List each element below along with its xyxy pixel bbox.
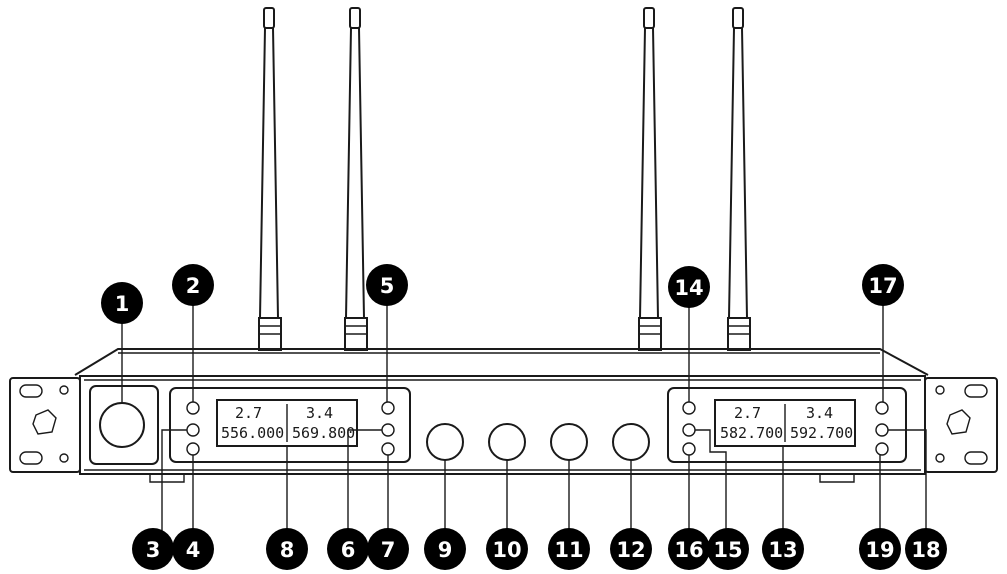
antenna-2 [344, 7, 368, 351]
rack-ear-left [9, 377, 81, 473]
right-b-set-button[interactable] [875, 423, 889, 437]
svg-text:5: 5 [380, 274, 395, 298]
callout-5: 5 [366, 264, 408, 306]
callout-2: 2 [172, 264, 214, 306]
power-knob[interactable] [99, 402, 145, 448]
svg-text:17: 17 [868, 274, 897, 298]
callout-9: 9 [424, 528, 466, 570]
callout-1: 1 [101, 282, 143, 324]
callout-7: 7 [367, 528, 409, 570]
callout-4: 4 [172, 528, 214, 570]
svg-text:12: 12 [616, 538, 645, 562]
svg-text:19: 19 [865, 538, 894, 562]
left-set-button[interactable] [186, 423, 200, 437]
callout-19: 19 [859, 528, 901, 570]
right-lcd-freq-b: 592.700 [790, 424, 853, 442]
right-lcd-freq-a: 582.700 [720, 424, 783, 442]
left-lcd-ch-b: 3.4 [306, 404, 333, 422]
right-lcd [714, 399, 856, 447]
svg-text:8: 8 [280, 538, 295, 562]
svg-text:11: 11 [554, 538, 583, 562]
right-b-down-button[interactable] [875, 442, 889, 456]
chassis-top [74, 348, 929, 376]
callout-3: 3 [132, 528, 174, 570]
svg-text:14: 14 [674, 276, 703, 300]
volume-knob-3[interactable] [550, 423, 588, 461]
svg-text:1: 1 [115, 292, 130, 316]
antenna-4 [727, 7, 751, 351]
callout-15: 15 [707, 528, 749, 570]
left-lcd-freq-b: 569.800 [292, 424, 355, 442]
left-down-button[interactable] [186, 442, 200, 456]
svg-text:2: 2 [186, 274, 201, 298]
right-lcd-ch-a: 2.7 [734, 404, 761, 422]
callout-16: 16 [668, 528, 710, 570]
svg-text:13: 13 [768, 538, 797, 562]
foot-right [819, 474, 855, 483]
left-up-button[interactable] [186, 401, 200, 415]
power-section [89, 385, 159, 465]
callout-11: 11 [548, 528, 590, 570]
antenna-1 [258, 7, 282, 351]
volume-knob-4[interactable] [612, 423, 650, 461]
right-module [667, 387, 907, 463]
volume-knob-1[interactable] [426, 423, 464, 461]
callout-8: 8 [266, 528, 308, 570]
rack-ear-right [924, 377, 998, 473]
right-ch-down-button-a[interactable] [381, 442, 395, 456]
front-panel [79, 375, 926, 475]
svg-text:9: 9 [438, 538, 453, 562]
right-down-button[interactable] [682, 442, 696, 456]
svg-text:10: 10 [492, 538, 521, 562]
right-set-button[interactable] [682, 423, 696, 437]
right-up-button[interactable] [682, 401, 696, 415]
callout-13: 13 [762, 528, 804, 570]
svg-text:4: 4 [186, 538, 201, 562]
callout-6: 6 [327, 528, 369, 570]
callout-17: 17 [862, 264, 904, 306]
svg-text:6: 6 [341, 538, 356, 562]
callout-14: 14 [668, 266, 710, 308]
left-lcd-freq-a: 556.000 [221, 424, 284, 442]
volume-knob-2[interactable] [488, 423, 526, 461]
foot-left [149, 474, 185, 483]
svg-text:7: 7 [381, 538, 396, 562]
svg-text:15: 15 [713, 538, 742, 562]
callout-18: 18 [905, 528, 947, 570]
right-b-up-button[interactable] [875, 401, 889, 415]
right-lcd-ch-b: 3.4 [806, 404, 833, 422]
svg-text:3: 3 [146, 538, 161, 562]
callout-12: 12 [610, 528, 652, 570]
left-module [169, 387, 411, 463]
svg-text:18: 18 [911, 538, 940, 562]
svg-text:16: 16 [674, 538, 703, 562]
antenna-3 [638, 7, 662, 351]
left-lcd-ch-a: 2.7 [235, 404, 262, 422]
right-ch-set-button-a[interactable] [381, 423, 395, 437]
right-ch-up-button-a[interactable] [381, 401, 395, 415]
callout-10: 10 [486, 528, 528, 570]
